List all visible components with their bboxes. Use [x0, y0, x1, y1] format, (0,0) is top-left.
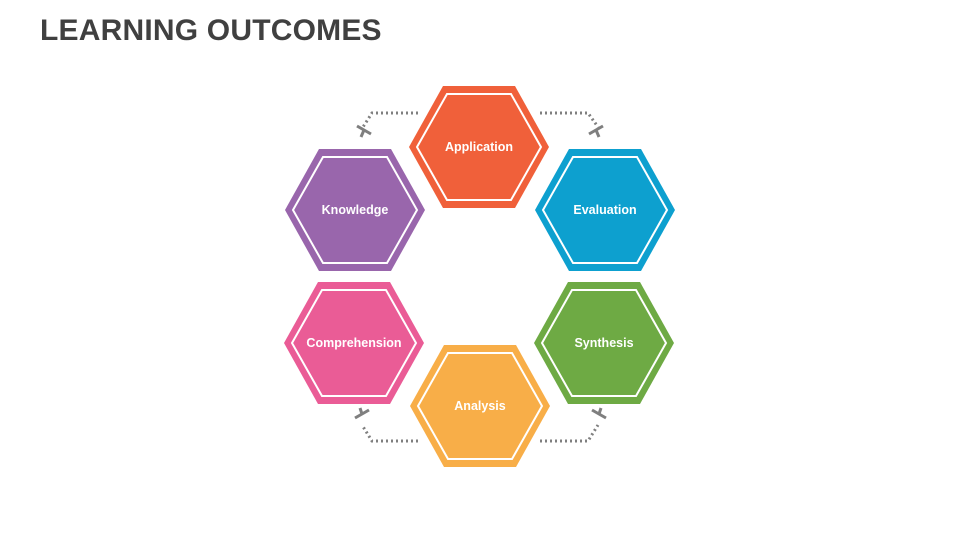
hex-application-outline: [415, 93, 543, 201]
hex-synthesis-shape: [534, 282, 674, 404]
hex-analysis-label: Analysis: [454, 399, 505, 413]
hex-evaluation: Evaluation: [535, 149, 675, 271]
hex-knowledge-outline: [291, 156, 419, 264]
hex-knowledge-shape: [285, 149, 425, 271]
hex-analysis-outline: [416, 352, 544, 460]
hex-comprehension-outline: [290, 289, 418, 397]
hex-comprehension-shape: [284, 282, 424, 404]
hex-comprehension-label: Comprehension: [306, 336, 401, 350]
hex-evaluation-outline: [541, 156, 669, 264]
hex-application-shape: [409, 86, 549, 208]
arrowhead-evaluation-stem: [594, 129, 601, 138]
slide-title: LEARNING OUTCOMES: [40, 14, 382, 47]
hex-evaluation-label: Evaluation: [573, 203, 636, 217]
hex-synthesis-outline: [540, 289, 668, 397]
connector-application-evaluation: [540, 111, 600, 128]
hex-analysis: Analysis: [410, 345, 550, 467]
connector-analysis-comprehension: [360, 424, 418, 443]
hex-synthesis: Synthesis: [534, 282, 674, 404]
cycle-connectors: [354, 111, 607, 443]
hex-knowledge: Knowledge: [285, 149, 425, 271]
hex-application-label: Application: [445, 140, 513, 154]
hex-comprehension: Comprehension: [284, 282, 424, 404]
connector-synthesis-analysis: [540, 424, 600, 443]
arrowhead-knowledge-stem: [359, 129, 366, 138]
arrowhead-comprehension-stem: [358, 407, 364, 415]
connector-knowledge-application: [361, 111, 418, 128]
hex-knowledge-label: Knowledge: [322, 203, 389, 217]
hex-synthesis-label: Synthesis: [574, 336, 633, 350]
hex-analysis-shape: [410, 345, 550, 467]
arrowhead-synthesis-stem: [597, 407, 603, 415]
hex-evaluation-shape: [535, 149, 675, 271]
hex-application: Application: [409, 86, 549, 208]
